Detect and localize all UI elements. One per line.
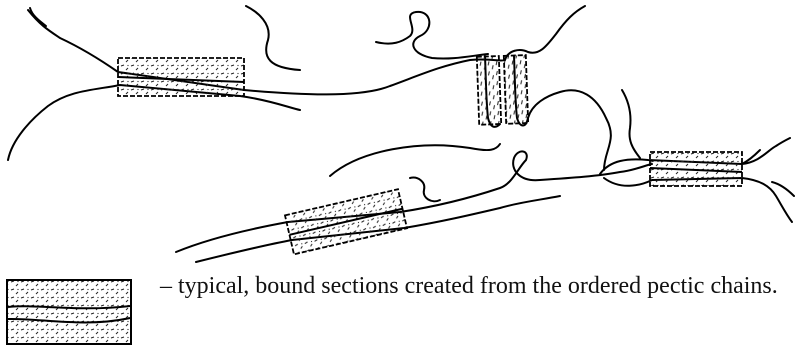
bound-section (285, 189, 407, 254)
legend-symbol (7, 280, 131, 344)
pectic-chain (246, 6, 300, 70)
pectic-chain (176, 151, 652, 252)
pectic-chain (622, 90, 640, 158)
bound-section (477, 55, 528, 125)
legend-description: – typical, bound sections created from t… (160, 270, 780, 303)
pectic-chain (410, 178, 440, 202)
bound-section (650, 152, 742, 186)
pectic-chain (505, 6, 585, 60)
pectic-chain (330, 144, 500, 176)
pectic-chain (30, 8, 46, 26)
bound-section (118, 58, 244, 96)
pectic-chain (376, 12, 488, 59)
